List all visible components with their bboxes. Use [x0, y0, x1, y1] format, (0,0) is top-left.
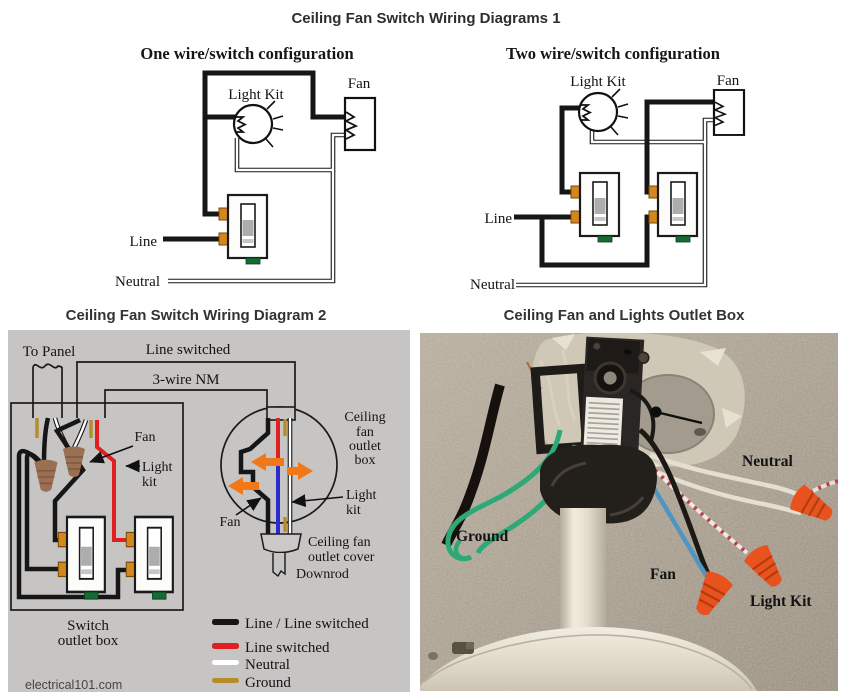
line-label: Line: [130, 234, 158, 250]
fan-label: Fan: [220, 515, 241, 530]
legend-swatch: [212, 678, 239, 683]
line-switched-cable: [76, 361, 296, 418]
switch-box-label: Switch: [67, 618, 109, 634]
diagram2-title: Two wire/switch configuration: [506, 44, 720, 63]
outlet-cover: [260, 533, 302, 554]
one-wire-diagram: Light Kit Fan Line Neutral: [115, 70, 377, 290]
neutral-label: Neutral: [742, 453, 793, 470]
downrod-label: Downrod: [296, 567, 349, 582]
fan-pointer: [235, 497, 262, 516]
spec-label: [583, 396, 624, 457]
pointer-line: [655, 410, 703, 425]
line-wire: [41, 417, 51, 464]
fan-label: Fan: [650, 566, 676, 583]
downrod-symbol: [272, 553, 286, 578]
fan-symbol: [343, 96, 377, 152]
cable-entry: [266, 406, 296, 421]
three-wire-nm-cable: [104, 389, 268, 418]
two-wire-diagram: Light Kit Fan Line Neutral: [470, 73, 746, 293]
connector-arrow: [228, 477, 259, 495]
fan-switched-wire: [52, 417, 86, 543]
legend-label: Neutral: [245, 657, 290, 673]
page-title: Ceiling Fan Switch Wiring Diagrams 1: [291, 10, 561, 27]
ceiling-box-label: Ceiling: [344, 410, 385, 425]
switch-symbol: [647, 171, 699, 244]
diagram3-title: Ceiling Fan Switch Wiring Diagram 2: [65, 307, 327, 324]
legend-swatch: [212, 619, 239, 625]
legend-swatch: [212, 643, 239, 649]
light-kit-label: Light Kit: [228, 87, 284, 103]
neutral-wire: [647, 465, 802, 516]
connector-arrow: [287, 462, 313, 480]
light-kit-label: kit: [346, 503, 361, 518]
fan-label: Fan: [717, 73, 740, 89]
outlet-cover-label: outlet cover: [308, 550, 375, 565]
legend-label: Ground: [245, 675, 291, 691]
switched-wire: [559, 105, 581, 195]
light-kit-symbol: [232, 99, 285, 149]
line-switched-label: Line switched: [146, 342, 231, 358]
light-kit-label: Light Kit: [570, 74, 626, 90]
line-label: Line: [485, 211, 513, 227]
fan-switch-diagram-2: To Panel Line switched 3-wire NM Fan Lig…: [8, 330, 410, 692]
switch-outlet-box: [10, 402, 184, 611]
light-kit-wire: [650, 483, 709, 579]
ceiling-box-label: box: [355, 453, 376, 468]
to-panel-label: To Panel: [23, 344, 76, 360]
three-wire-nm-label: 3-wire NM: [152, 372, 219, 388]
screw: [637, 351, 650, 364]
switched-wire: [202, 70, 345, 217]
switch-symbol: [569, 171, 621, 244]
photo-title: Ceiling Fan and Lights Outlet Box: [503, 307, 745, 324]
legend-label: Line switched: [245, 640, 330, 656]
light-kit-label: kit: [142, 475, 157, 490]
switch-symbol: [217, 193, 269, 266]
to-panel-cable: [32, 363, 63, 418]
light-kit-label: Light Kit: [750, 593, 812, 610]
switch-box-label: outlet box: [58, 633, 119, 649]
light-switched-wire: [95, 420, 127, 542]
ground-label: Ground: [456, 528, 509, 545]
outlet-box: [579, 336, 650, 462]
neutral-label: Neutral: [115, 274, 160, 290]
outlet-cover-label: Ceiling fan: [308, 535, 371, 550]
outlet-box-photo: Neutral Ground Fan Light Kit: [420, 333, 838, 691]
light-kit-label: Light: [142, 460, 172, 475]
fan-pointer: [89, 445, 134, 464]
fan-label: Fan: [348, 76, 371, 92]
watermark: electrical101.com: [25, 678, 122, 692]
fan-symbol: [712, 88, 746, 137]
light-kit-symbol: [577, 87, 630, 137]
ceiling-box-label: fan: [356, 425, 374, 440]
taped-wire-bundle: [441, 383, 505, 548]
light-kit-pointer: [291, 494, 344, 508]
line-wire: [24, 451, 58, 572]
legend-label: Line / Line switched: [245, 616, 369, 632]
diagram1-title: One wire/switch configuration: [140, 44, 354, 63]
fan-label: Fan: [135, 430, 156, 445]
collar: [540, 444, 657, 524]
fan-wire: [238, 418, 271, 534]
legend: Line / Line switched Line switched Neutr…: [212, 616, 369, 691]
downrod: [560, 508, 606, 633]
neutral-label: Neutral: [470, 277, 515, 293]
ceiling-box-label: outlet: [349, 439, 381, 454]
connector-arrow: [251, 453, 284, 471]
line-wire: [539, 214, 650, 268]
canopy: [420, 627, 757, 691]
light-kit-label: Light: [346, 488, 376, 503]
legend-swatch: [212, 660, 239, 665]
screw: [592, 341, 602, 351]
